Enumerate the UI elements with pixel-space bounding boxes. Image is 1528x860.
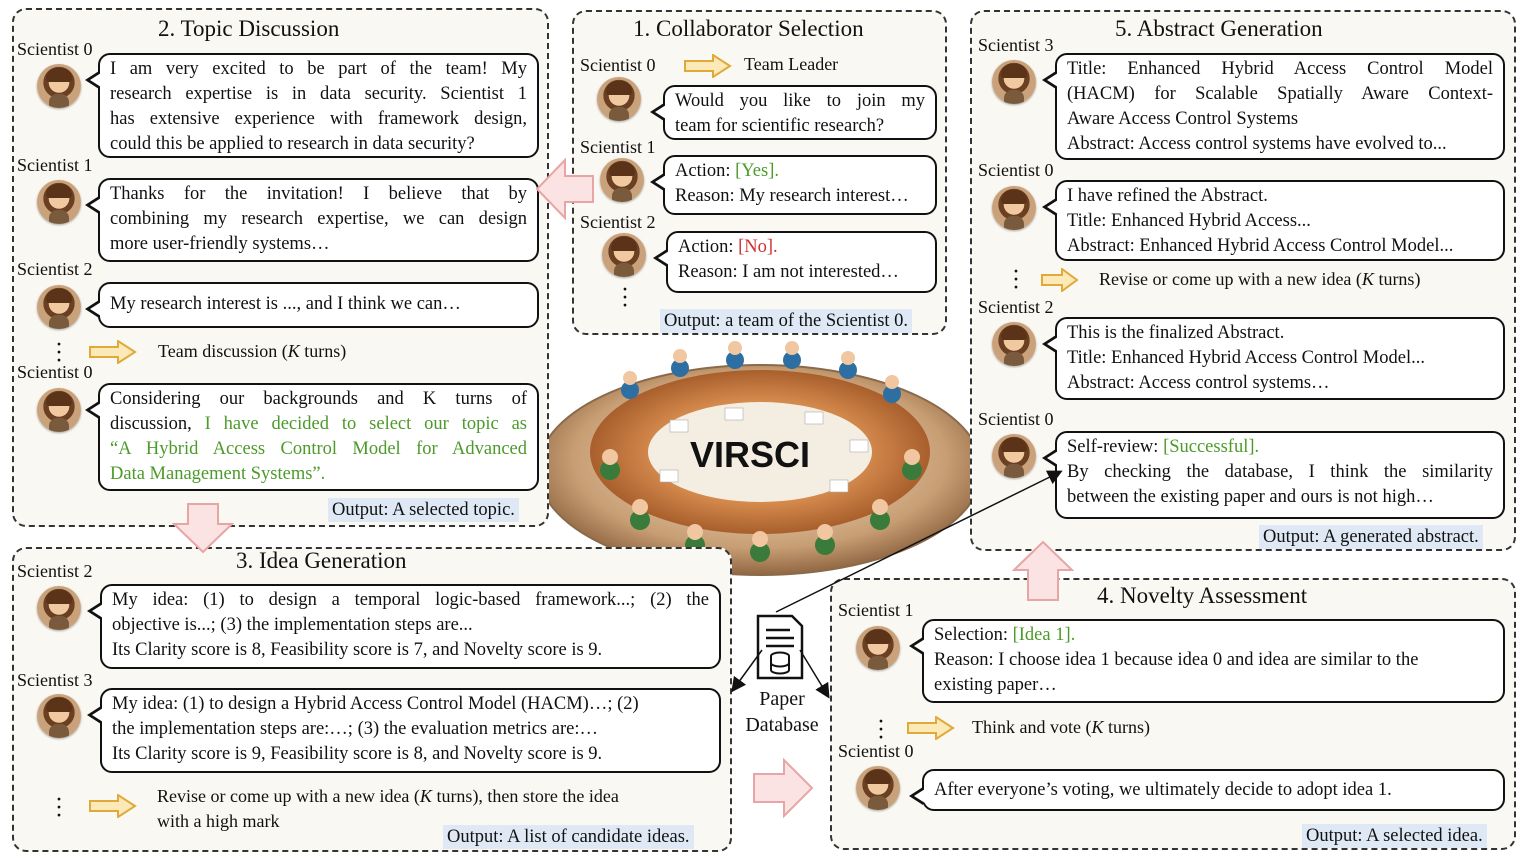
chat-bubble: Selection: [Idea 1]. Reason: I choose id…: [909, 619, 1505, 703]
speaker-label: Scientist 0: [580, 55, 656, 75]
chat-bubble: I am very excited to be part of the team…: [85, 53, 539, 158]
chat-bubble: Thanks for the invitation! I believe tha…: [85, 178, 539, 262]
ellipsis-icon: ···: [1012, 259, 1020, 301]
speaker-label: Scientist 0: [978, 160, 1054, 180]
speaker-label: Scientist 2: [978, 297, 1054, 317]
speaker-label: Scientist 2: [580, 212, 656, 232]
speaker-label: Scientist 0: [838, 741, 914, 761]
speaker-label: Scientist 1: [838, 600, 914, 620]
scientist-avatar: [37, 388, 81, 432]
chat-bubble: This is the finalized Abstract. Title: E…: [1042, 317, 1505, 400]
ellipsis-icon: ···: [55, 332, 63, 374]
turn-arrow-icon: [684, 54, 732, 78]
ellipsis-icon: ···: [621, 277, 629, 319]
scientist-avatar: [992, 60, 1036, 104]
chat-bubble: Action: [No]. Reason: I am not intereste…: [653, 231, 937, 293]
chat-bubble: Would you like to join my team for scien…: [650, 85, 937, 140]
chat-bubble: After everyone’s voting, we ultimately d…: [909, 769, 1505, 811]
scientist-avatar: [37, 180, 81, 224]
flow-arrow-icon: [1012, 540, 1074, 601]
turns-note: Team discussion (K turns): [158, 341, 347, 361]
turns-note: Revise or come up with a new idea (K tur…: [1099, 269, 1421, 289]
speaker-label: Scientist 2: [17, 259, 93, 279]
speaker-label: Scientist 1: [17, 155, 93, 175]
speaker-label: Scientist 3: [17, 670, 93, 690]
chat-bubble: My research interest is ..., and I think…: [85, 282, 539, 328]
chat-bubble: I have refined the Abstract. Title: Enha…: [1042, 180, 1505, 261]
output-label: Output: A list of candidate ideas.: [443, 825, 694, 849]
output-label: Output: A selected idea.: [1302, 824, 1487, 848]
scientist-avatar: [37, 64, 81, 108]
turn-arrow-icon: [907, 716, 955, 740]
speaker-label: Scientist 0: [978, 409, 1054, 429]
turns-note: Think and vote (K turns): [972, 717, 1150, 737]
output-label: Output: a team of the Scientist 0.: [660, 309, 913, 333]
ellipsis-icon: ···: [55, 787, 63, 829]
chat-bubble: Considering our backgrounds and K turns …: [85, 383, 539, 491]
scientist-avatar: [992, 322, 1036, 366]
flow-arrow-icon: [172, 503, 234, 554]
scientist-avatar: [37, 285, 81, 329]
chat-bubble: Title: Enhanced Hybrid Access Control Mo…: [1042, 53, 1505, 160]
scientist-avatar: [37, 694, 81, 738]
turn-arrow-icon: [89, 340, 137, 364]
speaker-label: Scientist 2: [17, 561, 93, 581]
speaker-label: Scientist 3: [978, 35, 1054, 55]
scientist-avatar: [856, 766, 900, 810]
speaker-label: Scientist 1: [580, 137, 656, 157]
turns-note: Revise or come up with a new idea (K tur…: [157, 786, 619, 831]
center-title: VIRSCI: [690, 434, 811, 475]
flow-arrow-icon: [753, 758, 814, 818]
turn-arrow-icon: [1041, 268, 1079, 292]
scientist-avatar: [602, 233, 646, 277]
speaker-label: Scientist 0: [17, 362, 93, 382]
scientist-avatar: [597, 77, 641, 121]
flow-arrow-icon: [535, 158, 594, 220]
chat-bubble: My idea: (1) to design a temporal logic-…: [87, 584, 721, 669]
panel-title: 5. Abstract Generation: [1115, 16, 1323, 41]
speaker-label: Scientist 0: [17, 39, 93, 59]
output-label: Output: A generated abstract.: [1259, 525, 1483, 549]
scientist-avatar: [992, 434, 1036, 478]
panel-title: 1. Collaborator Selection: [633, 16, 864, 41]
scientist-avatar: [856, 626, 900, 670]
panel-title: 2. Topic Discussion: [158, 16, 340, 41]
scientist-avatar: [37, 586, 81, 630]
chat-bubble: Self-review: [Successful]. By checking t…: [1042, 431, 1505, 519]
chat-bubble: My idea: (1) to design a Hybrid Access C…: [87, 688, 721, 773]
scientist-avatar: [600, 158, 644, 202]
turn-arrow-icon: [89, 794, 137, 818]
panel-title: 3. Idea Generation: [236, 548, 407, 573]
output-label: Output: A selected topic.: [328, 498, 519, 522]
ellipsis-icon: ···: [877, 709, 885, 751]
chat-bubble: Action: [Yes]. Reason: My research inter…: [650, 155, 937, 215]
panel-title: 4. Novelty Assessment: [1097, 583, 1308, 608]
paper-database-icon: [756, 614, 804, 680]
team-leader-label: Team Leader: [744, 54, 839, 74]
scientist-avatar: [992, 186, 1036, 230]
